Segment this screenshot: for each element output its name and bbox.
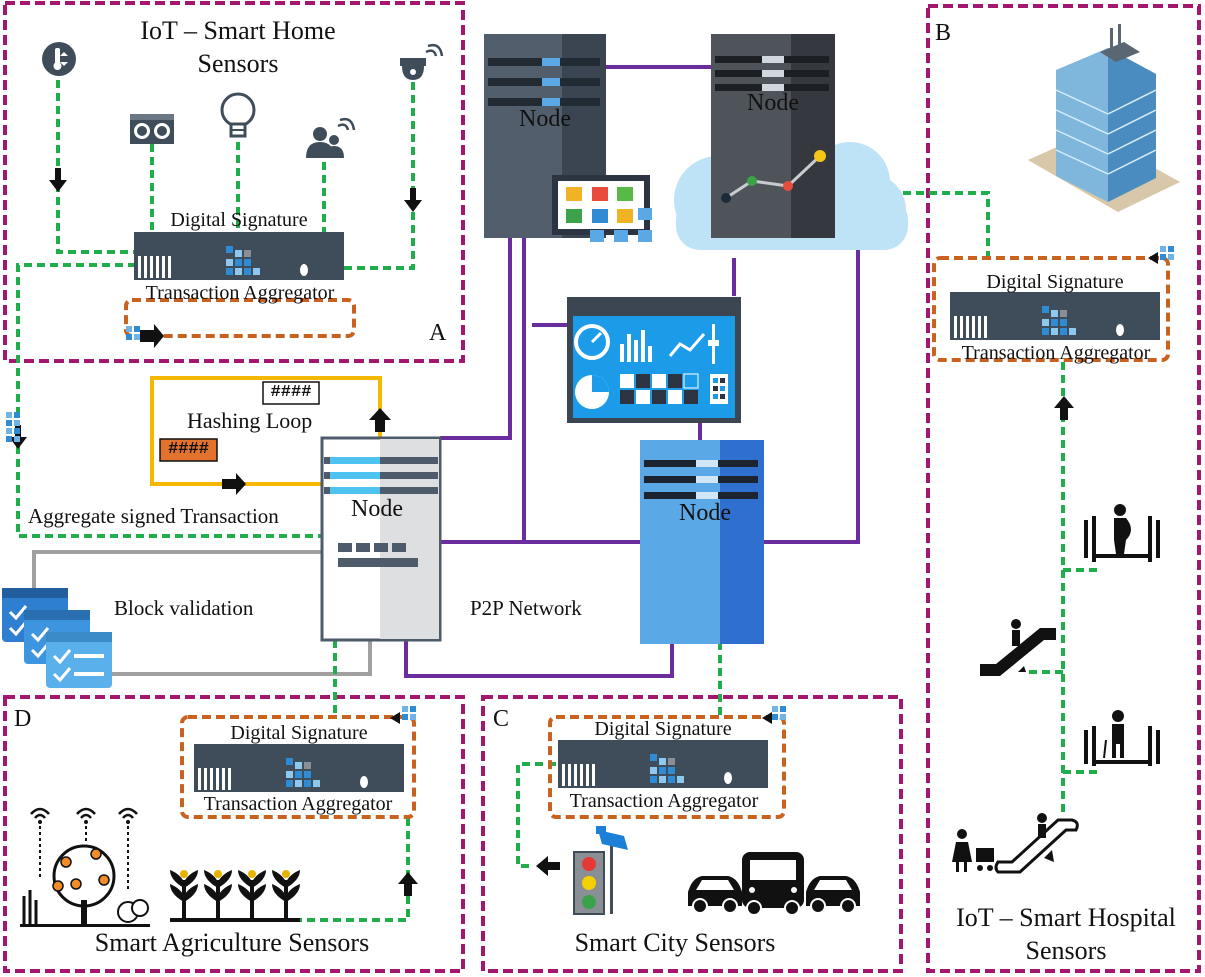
- digital-signature-label-b: Digital Signature: [986, 271, 1124, 293]
- zone-a-title: IoT – Smart Home Sensors: [118, 16, 358, 78]
- hospital-building-icon: [1028, 24, 1180, 212]
- hash-text-output: ####: [270, 383, 312, 402]
- elderly-lift-icon: [1084, 710, 1160, 766]
- zone-b-title-line1: IoT – Smart Hospital: [956, 903, 1176, 932]
- transaction-aggregator-label-b: Transaction Aggregator: [961, 342, 1151, 364]
- traffic-light-icon: [573, 826, 628, 915]
- chip-icon: [402, 706, 416, 720]
- p2p-links: [404, 65, 860, 678]
- car-icon: [805, 875, 861, 914]
- stroller-escalator-icon: [952, 813, 1079, 874]
- hash-arrow-right: [222, 473, 246, 495]
- node-label-blue: Node: [679, 500, 731, 526]
- light-bulb-icon: [220, 92, 256, 138]
- hash-text-input: ####: [168, 440, 209, 459]
- aggregator-device-c: [558, 740, 768, 788]
- zone-a-letter: A: [429, 320, 447, 346]
- node-label-top-right: Node: [747, 90, 799, 116]
- zone-b-border: [926, 4, 1201, 973]
- transaction-aggregator-label-a: Transaction Aggregator: [145, 282, 335, 304]
- hashing-loop-label: Hashing Loop: [187, 408, 313, 433]
- thermometer-icon: [42, 42, 76, 76]
- dashboard-monitor: [567, 297, 741, 423]
- zone-d-border: [3, 695, 465, 973]
- node-blue: [640, 440, 764, 644]
- tile-monitor: [552, 175, 652, 242]
- node-center: [320, 436, 442, 642]
- zone-b-title-line2: Sensors: [1025, 935, 1107, 965]
- transaction-aggregator-label-d: Transaction Aggregator: [203, 793, 393, 815]
- zone-c-letter: C: [493, 706, 510, 732]
- digital-signature-label-a: Digital Signature: [170, 209, 308, 231]
- zone-a-title-line1: IoT – Smart Home: [140, 16, 336, 45]
- block-validation-label: Block validation: [114, 596, 254, 620]
- node-label-top-left: Node: [519, 106, 571, 132]
- aggregate-signed-transaction-label: Aggregate signed Transaction: [28, 504, 279, 528]
- hash-arrow-up: [369, 408, 391, 432]
- transaction-aggregator-label-c: Transaction Aggregator: [569, 790, 759, 812]
- node-label-center: Node: [351, 496, 403, 522]
- checklist-icon: [46, 632, 112, 688]
- p2p-network-label: P2P Network: [470, 596, 582, 620]
- validation-links: [32, 550, 372, 676]
- bus-icon: [742, 852, 804, 916]
- zone-b-title: IoT – Smart Hospital Sensors: [932, 903, 1200, 965]
- flow-arrows: [9, 168, 1158, 896]
- zone-d-letter: D: [14, 706, 32, 732]
- hash-box-input: [159, 438, 218, 462]
- tree-sensor-icon: [20, 807, 150, 927]
- escalator-down-icon: [980, 619, 1056, 676]
- aggregator-device-b: [950, 292, 1160, 340]
- zone-c-border: [481, 695, 903, 973]
- pregnant-lift-icon: [1084, 504, 1160, 562]
- digital-signature-label-c: Digital Signature: [594, 718, 732, 740]
- aggregator-device-d: [194, 744, 404, 792]
- zone-c-title: Smart City Sensors: [574, 928, 776, 957]
- car-icon: [687, 875, 743, 914]
- chip-icon: [772, 706, 786, 720]
- node-top-right: [711, 34, 835, 238]
- chip-icon: [6, 412, 20, 426]
- digital-signature-label-d: Digital Signature: [230, 722, 368, 744]
- signature-loops: [124, 256, 1170, 819]
- hashing-loop: [150, 376, 382, 486]
- zone-b-letter: B: [935, 20, 952, 46]
- aggregator-device-a: [134, 232, 344, 280]
- zone-d-title: Smart Agriculture Sensors: [94, 928, 370, 957]
- crop-plants-icon: [170, 870, 300, 922]
- zone-a-border: [3, 1, 465, 363]
- zone-a-title-line2: Sensors: [197, 48, 279, 78]
- smart-user-icon: [306, 117, 356, 158]
- sensor-links: [16, 80, 1098, 922]
- security-camera-icon: [400, 43, 444, 80]
- washing-machine-icon: [130, 114, 174, 144]
- hash-box-output: [262, 381, 320, 405]
